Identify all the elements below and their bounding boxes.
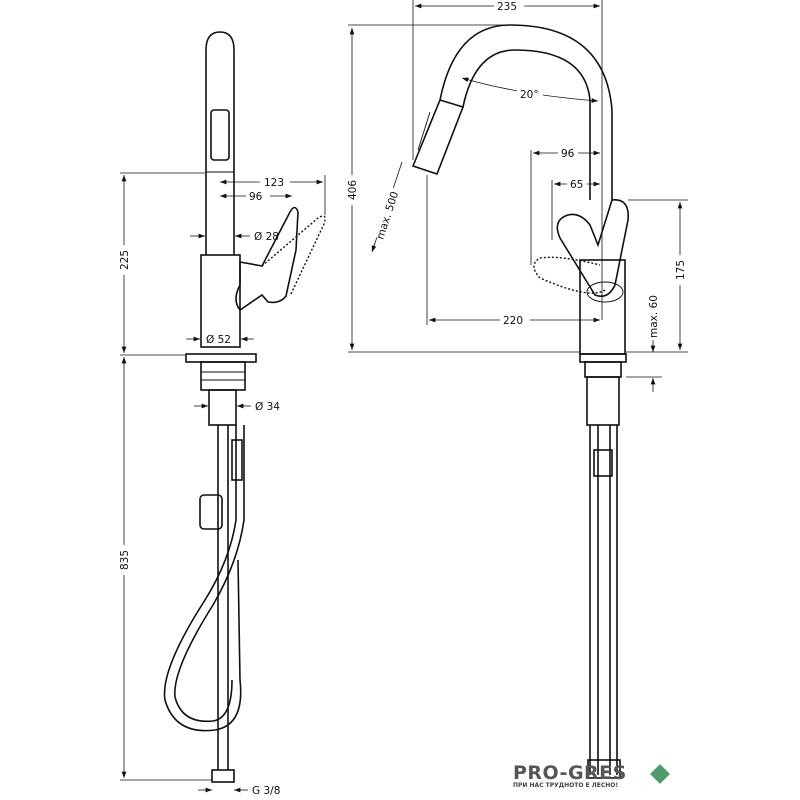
dim-max-60: max. 60 <box>648 295 660 338</box>
shank <box>208 389 237 426</box>
faucet-body-front <box>579 259 626 355</box>
dim-220: 220 <box>503 315 523 327</box>
logo-tagline: ПРИ НАС ТРУДНОТО Е ЛЕСНО! <box>513 782 619 789</box>
dim-g38: G 3/8 <box>252 785 280 797</box>
logo-name: PRO-GRES <box>513 762 627 784</box>
front-view: 235 406 20° max. 500 96 65 220 175 <box>345 0 688 779</box>
handle-lever <box>235 206 299 312</box>
dim-diameter-34: Ø 34 <box>255 401 280 413</box>
handle-lever-front <box>556 199 629 298</box>
dim-96-side: 96 <box>249 191 263 203</box>
dim-65: 65 <box>570 179 583 191</box>
spray-head <box>411 99 465 175</box>
dim-diameter-52: Ø 52 <box>206 334 231 346</box>
connector <box>211 769 235 783</box>
dim-123: 123 <box>264 177 284 189</box>
pullout-hose <box>163 425 245 732</box>
dim-96-front: 96 <box>561 148 575 160</box>
dim-406: 406 <box>347 180 359 200</box>
spout-tube <box>205 31 235 255</box>
dim-20-degree: 20° <box>520 89 539 101</box>
dim-175: 175 <box>675 260 687 280</box>
dim-225: 225 <box>119 250 131 270</box>
spray-button <box>210 109 230 161</box>
side-view: 225 835 123 96 Ø 28 Ø 52 Ø 34 G 3/8 <box>117 31 326 797</box>
dim-diameter-28: Ø 28 <box>254 231 279 243</box>
base-plate <box>185 353 257 363</box>
dim-835: 835 <box>119 550 131 570</box>
hose-weight <box>199 494 223 530</box>
pro-gres-logo: PRO-GRES ПРИ НАС ТРУДНОТО Е ЛЕСНО! <box>513 762 670 789</box>
spout-arc <box>439 24 613 200</box>
dim-235: 235 <box>497 1 517 13</box>
faucet-body <box>200 254 241 348</box>
hoses-front <box>589 425 618 775</box>
